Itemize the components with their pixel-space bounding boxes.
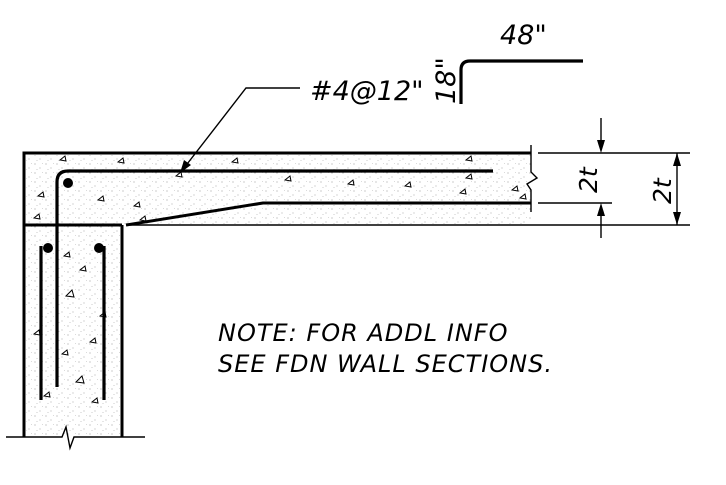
callout-leader [180,87,300,173]
wall-break-line [6,424,145,451]
hook-detail [459,59,583,104]
slab-break-line [526,145,539,212]
aggregate-marks [32,155,527,404]
rebar-callout-label: #4@12" [310,76,424,107]
outer-edge [22,151,531,437]
concrete-outline [22,151,531,437]
rebar-dot-slab [63,178,73,188]
note-line-1: NOTE: FOR ADDL INFO [218,319,509,347]
rebar-dot-wall-right [94,243,104,253]
leader-line [183,87,300,169]
rebar [39,169,493,400]
dimension-label-outer: 2t [648,177,677,204]
hook-length-label: 48" [500,20,547,51]
note-line-2: SEE FDN WALL SECTIONS. [218,350,553,378]
dimension-label-inner: 2t [574,166,603,193]
hook-shape [459,59,583,104]
thickened-edge-bottom [125,201,531,227]
hooked-top-bar [55,169,493,387]
leader-arrowhead [180,160,191,173]
break-lines [6,145,539,451]
hook-leg-label: 18" [431,57,462,104]
rebar-dot-wall-left [43,243,53,253]
dimension-lines [130,118,690,238]
